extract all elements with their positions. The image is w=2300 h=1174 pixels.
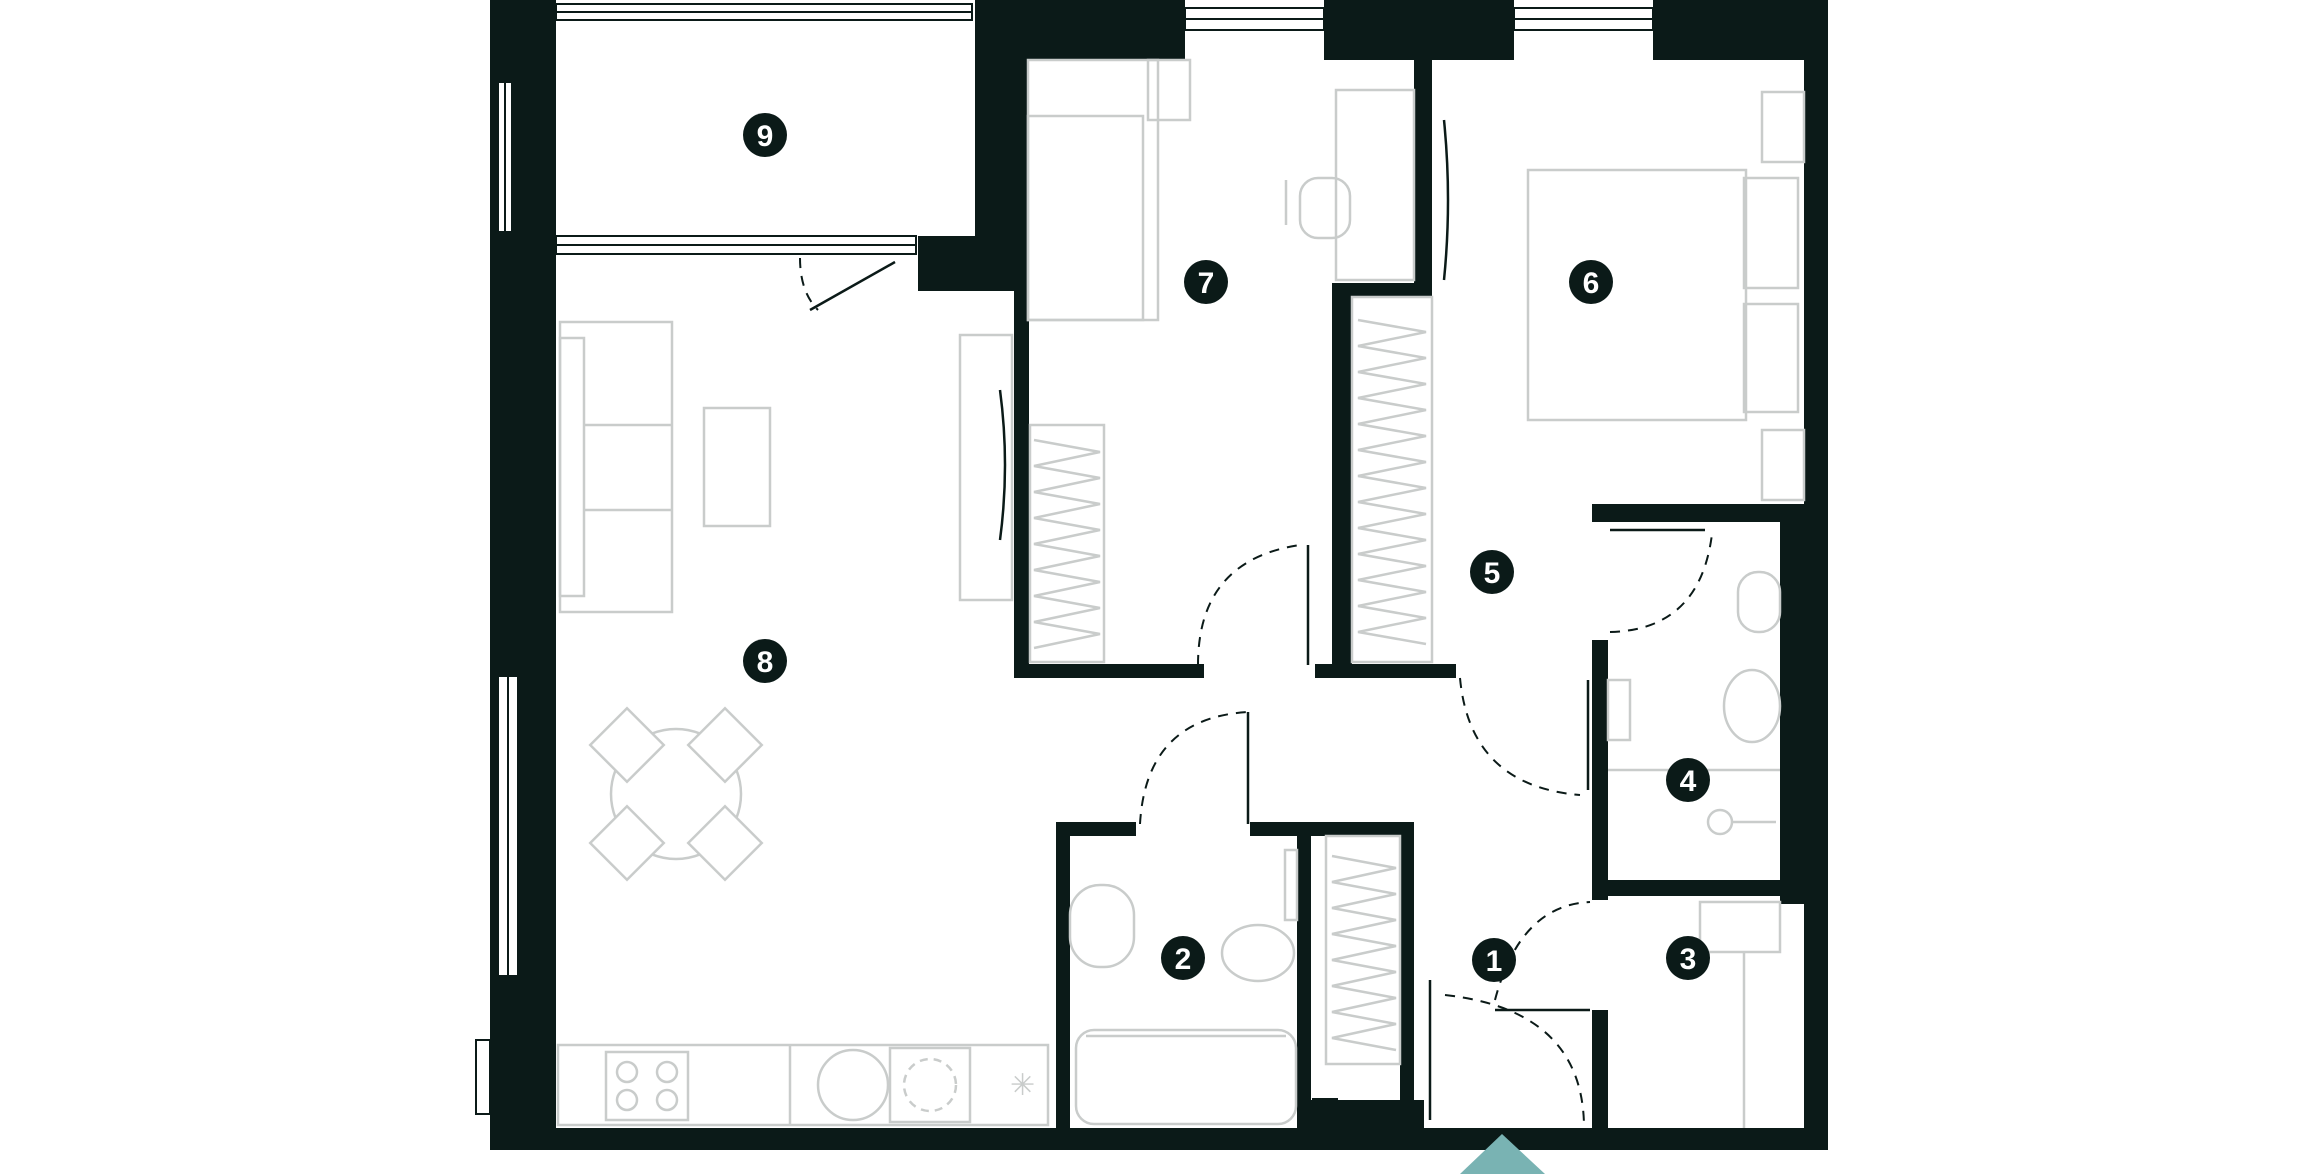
toilet-icon (1722, 668, 1782, 744)
room-badge-4: 4 (1666, 758, 1710, 802)
room-badge-6: 6 (1569, 260, 1613, 304)
wardrobe-icon (1350, 295, 1434, 664)
sink-icon (816, 1048, 890, 1122)
toilet-icon (1220, 923, 1296, 983)
chair-icon (588, 804, 666, 882)
walls (490, 0, 1828, 1150)
sink-icon (1068, 883, 1136, 969)
balcony-door-icon (809, 260, 896, 312)
svg-text:9: 9 (757, 120, 774, 153)
chair-icon (686, 706, 764, 784)
stove-icon (604, 1050, 690, 1122)
dishwasher-icon (888, 1046, 972, 1124)
office-chair-icon (1298, 176, 1352, 240)
bed-icon (1026, 58, 1160, 322)
coffee-table-icon (702, 406, 772, 528)
chair-icon (686, 804, 764, 882)
room-badge-1: 1 (1472, 938, 1516, 982)
entrance-arrow-icon (1460, 1134, 1545, 1174)
room-badge-5: 5 (1470, 550, 1514, 594)
kitchen-counter-icon (556, 1043, 1050, 1127)
double-bed-icon (1526, 168, 1748, 422)
furniture: ✳ (556, 58, 1806, 1128)
room-badge-9: 9 (743, 113, 787, 157)
shower-icon (1706, 808, 1734, 836)
tv-stand-icon (958, 333, 1014, 602)
bathtub-icon (1074, 1028, 1298, 1126)
sink-icon (1736, 570, 1782, 634)
dining-table-icon (609, 727, 743, 861)
svg-text:8: 8 (757, 646, 774, 679)
svg-text:4: 4 (1680, 765, 1697, 798)
svg-text:7: 7 (1198, 267, 1215, 300)
shirt-icon (1698, 900, 1782, 954)
wardrobe-icon (1324, 834, 1402, 1066)
room-badge-7: 7 (1184, 260, 1228, 304)
svg-text:5: 5 (1484, 557, 1501, 590)
svg-text:6: 6 (1583, 267, 1600, 300)
doors (799, 257, 1713, 1126)
wardrobe-icon (1028, 423, 1106, 664)
svg-text:3: 3 (1680, 943, 1697, 976)
svg-text:1: 1 (1486, 945, 1503, 978)
windows (475, 3, 1654, 1115)
fridge-icon: ✳ (1010, 1068, 1035, 1103)
desk-icon (1334, 88, 1416, 282)
room-badge-3: 3 (1666, 936, 1710, 980)
room-badge-2: 2 (1161, 936, 1205, 980)
sofa-icon (558, 320, 674, 614)
chair-icon (588, 706, 666, 784)
room-badge-8: 8 (743, 639, 787, 683)
svg-text:2: 2 (1175, 943, 1192, 976)
